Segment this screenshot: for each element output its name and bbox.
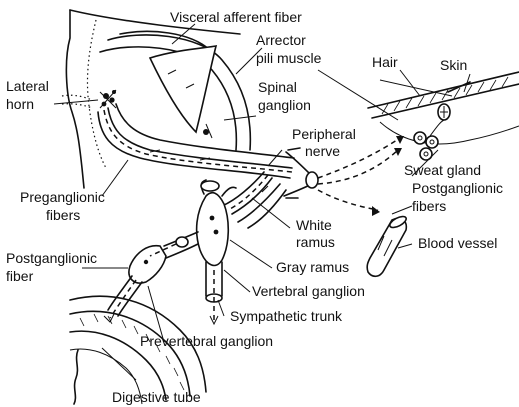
label-postganglionic-fibers-line1: Postganglionic [412, 180, 503, 196]
label-gray-ramus: Gray ramus [276, 259, 349, 275]
label-vertebral-ganglion: Vertebral ganglion [252, 283, 365, 299]
label-arrector-line2: pili muscle [256, 50, 322, 66]
skin-region [368, 72, 519, 160]
lateral-horn-neurons [100, 90, 116, 108]
label-arrector-line1: Arrector [256, 32, 306, 48]
label-peripheral-nerve-line1: Peripheral [292, 126, 356, 142]
label-preganglionic-line2: fibers [46, 207, 80, 223]
label-visceral-afferent-fiber: Visceral afferent fiber [170, 9, 302, 25]
digestive-tube-wall [70, 296, 206, 404]
blood-vessel-drawing [367, 214, 408, 276]
label-white-ramus-line1: White [296, 217, 332, 233]
label-sweat-gland: Sweat gland [404, 162, 481, 178]
label-blood-vessel: Blood vessel [418, 235, 497, 251]
label-peripheral-nerve-line2: nerve [305, 143, 340, 159]
label-spinal-ganglion-line2: ganglion [258, 97, 311, 113]
spinal-ganglion [150, 46, 216, 138]
label-white-ramus-line2: ramus [296, 234, 335, 250]
label-prevertebral-ganglion: Prevertebral ganglion [140, 333, 273, 349]
label-postganglionic-fiber-line2: fiber [6, 268, 34, 284]
label-skin: Skin [440, 57, 467, 73]
label-postganglionic-fibers-line2: fibers [412, 198, 446, 214]
label-lateral-horn-line2: horn [6, 96, 34, 112]
label-spinal-ganglion-line1: Spinal [258, 79, 297, 95]
label-lateral-horn-line1: Lateral [6, 78, 49, 94]
sweat-gland-coils [414, 120, 444, 160]
leader-lines [54, 24, 470, 380]
label-postganglionic-fiber-line1: Postganglionic [6, 250, 97, 266]
label-hair: Hair [372, 54, 398, 70]
labels: Visceral afferent fiber Arrector pili mu… [6, 9, 503, 405]
label-sympathetic-trunk: Sympathetic trunk [230, 308, 343, 324]
label-preganglionic-line1: Preganglionic [20, 189, 105, 205]
label-digestive-tube: Digestive tube [112, 389, 201, 405]
spinal-cord [62, 10, 240, 188]
